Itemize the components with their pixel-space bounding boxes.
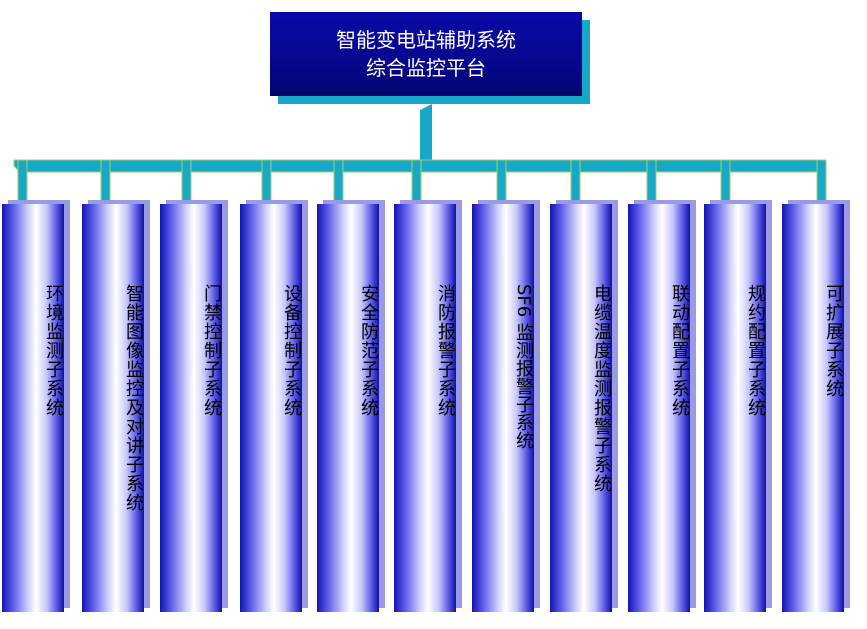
subsystem-pillar: 规约配置子系统 [704, 204, 766, 612]
subsystem-label: 规约配置子系统 [745, 284, 766, 417]
subsystem-label: 可扩展子系统 [823, 284, 844, 398]
subsystem-pillar: 电缆温度监测报警子系统 [550, 204, 612, 612]
subsystem-pillar: 消防报警子系统 [394, 204, 456, 612]
subsystem-label: 智能图像监控及对讲子系统 [123, 284, 144, 512]
subsystem-label: 消防报警子系统 [435, 284, 456, 417]
subsystem-pillar: 联动配置子系统 [628, 204, 690, 612]
root-title-line2: 综合监控平台 [366, 56, 486, 80]
root-platform-box: 智能变电站辅助系统 综合监控平台 [270, 12, 582, 96]
subsystem-label: 联动配置子系统 [669, 284, 690, 417]
subsystem-pillar: 环境监测子系统 [2, 204, 64, 612]
subsystem-label: 安全防范子系统 [358, 284, 379, 417]
subsystem-pillar: 门禁控制子系统 [160, 204, 222, 612]
subsystem-label: 门禁控制子系统 [201, 284, 222, 417]
subsystem-pillar: SF6 监测报警子系统 [472, 204, 534, 612]
subsystem-pillar: 设备控制子系统 [240, 204, 302, 612]
subsystem-pillar: 安全防范子系统 [317, 204, 379, 612]
subsystem-label: 环境监测子系统 [43, 284, 64, 417]
subsystem-pillar: 可扩展子系统 [782, 204, 844, 612]
trunk-line [420, 104, 432, 170]
root-title-line1: 智能变电站辅助系统 [336, 28, 516, 52]
subsystem-pillar: 智能图像监控及对讲子系统 [82, 204, 144, 612]
subsystem-label: SF6 监测报警子系统 [513, 284, 534, 449]
subsystem-label: 设备控制子系统 [281, 284, 302, 417]
subsystem-label: 电缆温度监测报警子系统 [591, 284, 612, 493]
